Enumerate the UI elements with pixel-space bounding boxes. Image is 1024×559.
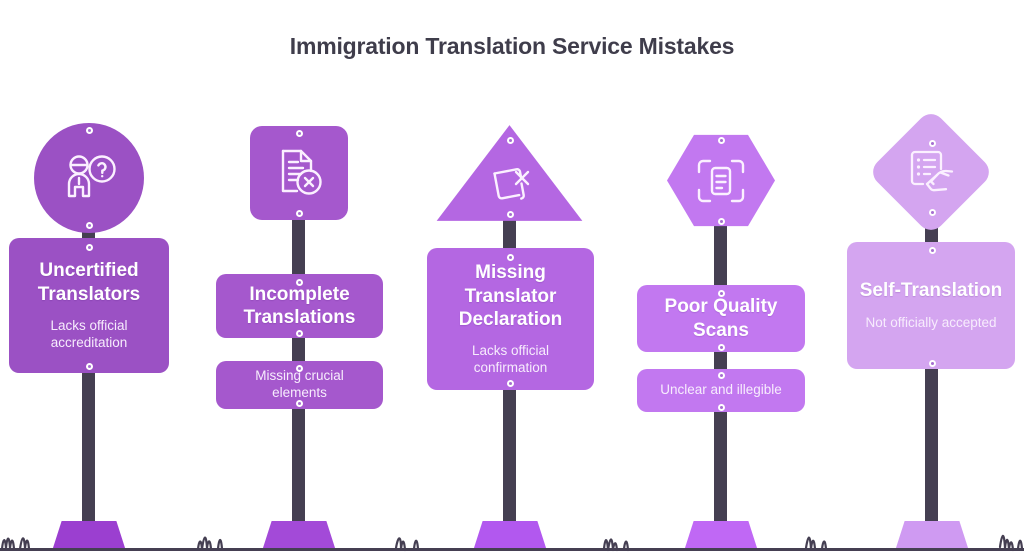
screw-top-missing-translator-declaration: [506, 137, 514, 144]
screw-bottom-uncertified-translators: [85, 222, 93, 229]
screw-subsign-bottom-incomplete-translations: [295, 400, 303, 407]
base-self-translation: [895, 521, 969, 551]
page-title: Immigration Translation Service Mistakes: [289, 33, 735, 59]
screw-top-incomplete-translations: [295, 130, 303, 137]
screw-sign-top-poor-quality-scans: [717, 290, 725, 297]
screw-top-poor-quality-scans: [717, 137, 725, 144]
sign-poor-quality-scans[interactable]: Poor Quality Scans: [637, 285, 805, 352]
screw-top-uncertified-translators: [85, 127, 93, 134]
sign-title-uncertified-translators: Uncertified Translators: [37, 260, 141, 305]
screw-subsign-bottom-poor-quality-scans: [717, 404, 725, 411]
screw-bottom-poor-quality-scans: [717, 218, 725, 225]
person-question-icon: [60, 152, 118, 204]
screw-sign-bottom-self-translation: [928, 360, 936, 367]
base-incomplete-translations: [262, 521, 336, 551]
sign-subtitle-missing-translator-declaration: Lacks official confirmation: [471, 342, 550, 375]
icon-shape-hexagon-poor-quality-scans[interactable]: [667, 134, 775, 227]
sign-missing-translator-declaration[interactable]: Missing Translator Declaration Lacks off…: [427, 248, 594, 390]
subsign-text-poor-quality-scans: Unclear and illegible: [660, 382, 782, 398]
sign-self-translation[interactable]: Self-Translation Not officially accepted: [847, 242, 1015, 369]
ground-line: [0, 548, 1024, 551]
hand-writing-form-icon: [906, 148, 956, 196]
screw-sign-bottom-poor-quality-scans: [717, 344, 725, 351]
sign-title-self-translation: Self-Translation: [859, 280, 1003, 302]
screw-sign-bottom-uncertified-translators: [85, 363, 93, 370]
screw-top-self-translation: [928, 140, 936, 147]
icon-shape-square-incomplete-translations[interactable]: [250, 126, 348, 220]
screw-bottom-self-translation: [928, 209, 936, 216]
screw-subsign-top-incomplete-translations: [295, 365, 303, 372]
screw-sign-bottom-missing-translator-declaration: [506, 380, 514, 387]
screw-sign-top-missing-translator-declaration: [506, 254, 514, 261]
base-missing-translator-declaration: [473, 521, 547, 551]
document-cross-triangle-icon: [486, 163, 534, 207]
sign-subtitle-self-translation: Not officially accepted: [865, 314, 997, 330]
screw-subsign-top-poor-quality-scans: [717, 372, 725, 379]
screw-bottom-incomplete-translations: [295, 210, 303, 217]
screw-sign-top-self-translation: [928, 247, 936, 254]
document-scan-icon: [695, 157, 747, 205]
base-poor-quality-scans: [684, 521, 758, 551]
base-uncertified-translators: [52, 521, 126, 551]
icon-shape-circle-uncertified-translators[interactable]: [34, 123, 144, 233]
screw-sign-top-uncertified-translators: [85, 244, 93, 251]
screw-sign-top-incomplete-translations: [295, 279, 303, 286]
screw-bottom-missing-translator-declaration: [506, 211, 514, 218]
icon-shape-diamond-self-translation[interactable]: [867, 108, 995, 236]
sign-title-incomplete-translations: Incomplete Translations: [243, 283, 356, 328]
subsign-text-incomplete-translations: Missing crucial elements: [255, 368, 344, 400]
document-x-icon: [273, 147, 325, 199]
sign-uncertified-translators[interactable]: Uncertified Translators Lacks official a…: [9, 238, 169, 373]
screw-sign-bottom-incomplete-translations: [295, 330, 303, 337]
sign-subtitle-uncertified-translators: Lacks official accreditation: [50, 317, 128, 350]
sign-title-poor-quality-scans: Poor Quality Scans: [664, 296, 778, 341]
sign-title-missing-translator-declaration: Missing Translator Declaration: [458, 262, 563, 330]
